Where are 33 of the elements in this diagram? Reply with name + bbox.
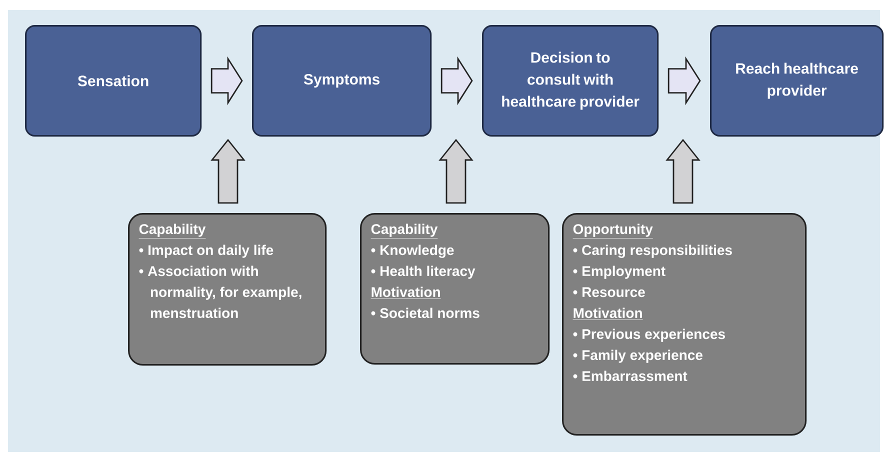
block-arrow (440, 56, 473, 106)
factor-box (128, 212, 327, 366)
bullet-item: • Family experience (573, 350, 702, 363)
block-arrow (666, 138, 700, 204)
box-label: Symptoms (304, 74, 380, 88)
heading: Motivation (370, 286, 441, 299)
block-arrow (210, 138, 246, 204)
heading: Capability (370, 224, 438, 238)
heading: Motivation (572, 308, 643, 320)
bullet-item: • Caring responsibilities (573, 244, 732, 258)
bullet-item: • Societal norms (371, 308, 480, 318)
bullet-item: • Impact on daily life (139, 244, 274, 258)
box-label: Reach healthcare provider (736, 62, 858, 99)
heading: Opportunity (572, 224, 654, 238)
factor-box (360, 212, 550, 365)
block-arrow (210, 56, 243, 106)
stage-box (710, 25, 884, 137)
block-arrow (438, 138, 474, 204)
bullet-item: • Employment (573, 266, 666, 279)
bullet-item: • Previous experiences (573, 328, 725, 342)
bullet-item: • Resource (573, 287, 645, 298)
bullet-item: • Association with normality, for example, menstruation (139, 266, 302, 318)
stage-box (482, 25, 659, 137)
bullet-item: • Health literacy (371, 266, 476, 279)
bullet-item: • Knowledge (371, 244, 454, 258)
box-label: Sensation (78, 75, 148, 86)
stage-box (25, 25, 202, 137)
box-label: Decision to consult with healthcare provider (502, 52, 640, 110)
factor-box (562, 212, 807, 436)
block-arrow (668, 56, 701, 106)
heading: Capability (138, 224, 206, 238)
stage-box (252, 25, 432, 137)
bullet-item: • Embarrassment (573, 370, 688, 382)
